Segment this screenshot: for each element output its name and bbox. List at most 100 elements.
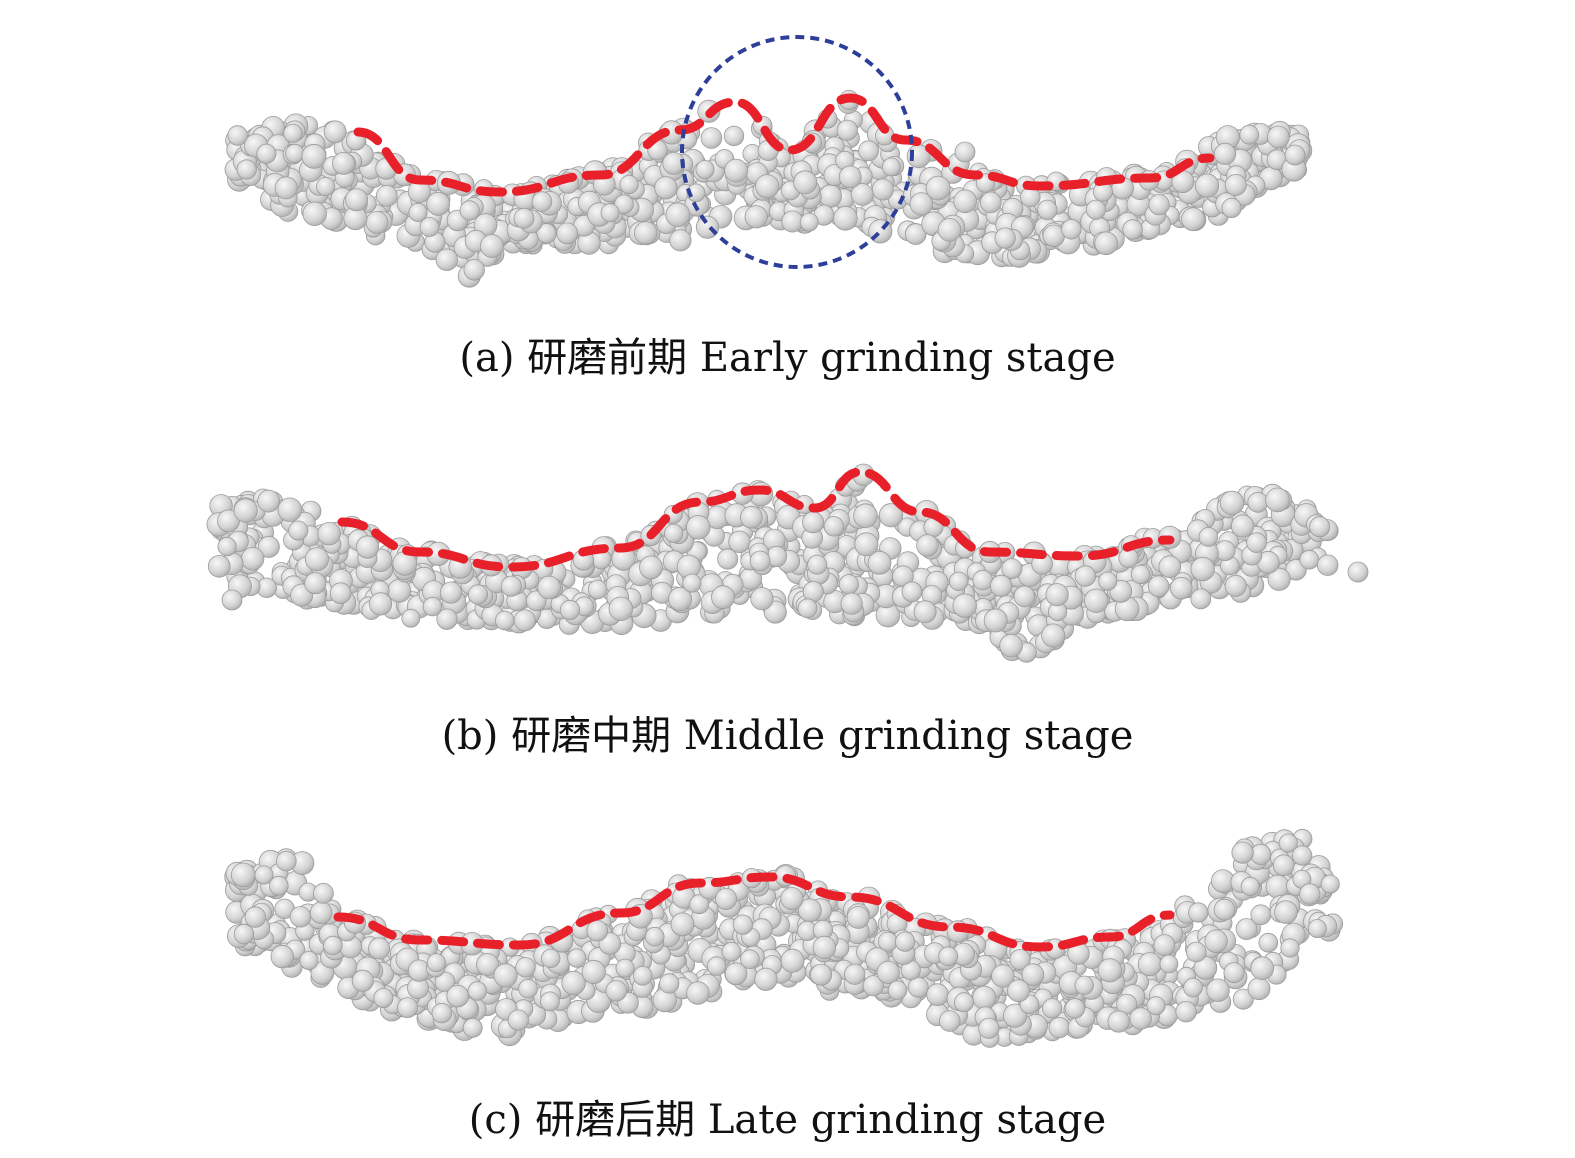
particle	[1223, 962, 1245, 984]
particle	[332, 151, 355, 175]
particle	[301, 143, 327, 169]
particle	[581, 959, 606, 985]
particle	[979, 191, 1002, 214]
particle	[1280, 938, 1300, 958]
particle	[952, 593, 977, 618]
particle	[881, 157, 901, 177]
particle	[913, 600, 937, 624]
particle	[1158, 555, 1182, 578]
particle	[740, 949, 760, 969]
particle	[244, 906, 267, 928]
particle	[614, 194, 634, 215]
particle	[1037, 199, 1058, 220]
particle	[972, 985, 997, 1010]
particle	[1094, 231, 1118, 256]
particle	[217, 537, 237, 557]
particle	[1064, 998, 1086, 1019]
caption-middle-grinding: (b) 研磨中期 Middle grinding stage	[441, 713, 1134, 759]
particle	[419, 217, 440, 237]
particle	[1042, 998, 1063, 1019]
particle	[780, 948, 805, 973]
particle	[799, 212, 819, 232]
particle	[665, 202, 691, 228]
particle	[426, 191, 451, 216]
particle	[559, 599, 581, 621]
particle	[285, 143, 305, 164]
highlight-circle	[680, 35, 914, 269]
particle	[355, 535, 380, 559]
particle	[686, 981, 710, 1005]
particle	[323, 935, 343, 956]
particle	[878, 931, 898, 952]
particle	[715, 888, 738, 911]
particle	[780, 887, 804, 911]
particle	[833, 206, 858, 231]
particle	[274, 176, 298, 200]
particle	[904, 223, 927, 245]
particle	[632, 966, 653, 986]
particle	[368, 937, 391, 960]
particle	[894, 931, 916, 952]
particle	[797, 598, 818, 619]
particle	[1292, 845, 1313, 866]
particle	[818, 184, 843, 208]
particle	[1190, 588, 1212, 610]
particle	[227, 125, 248, 146]
particle	[925, 175, 951, 201]
particle	[1107, 1010, 1130, 1033]
particle	[1247, 977, 1271, 1001]
particle	[744, 205, 768, 229]
particle	[1231, 514, 1255, 538]
particle	[462, 1017, 483, 1038]
particle	[1009, 949, 1031, 971]
particle	[436, 608, 458, 630]
surface-profile-line	[333, 872, 1175, 952]
particle	[586, 919, 609, 942]
particle	[909, 192, 934, 216]
particle	[1272, 854, 1295, 877]
particle	[256, 143, 277, 164]
particle	[541, 948, 561, 969]
particle	[1320, 874, 1340, 894]
particle-layer-early	[224, 35, 1313, 288]
particle	[323, 120, 347, 144]
particle	[459, 200, 480, 221]
particle	[619, 174, 639, 195]
particle	[838, 165, 862, 189]
particle	[408, 202, 428, 222]
particle	[989, 574, 1013, 597]
particle	[721, 942, 742, 962]
particle	[937, 218, 962, 242]
particle	[561, 970, 586, 996]
particle	[605, 980, 628, 1002]
particle	[1146, 996, 1166, 1016]
particle	[639, 555, 663, 580]
particle	[978, 1017, 1000, 1039]
particle	[654, 176, 678, 200]
particle	[587, 579, 608, 600]
particle	[686, 515, 711, 540]
particle	[1041, 623, 1066, 648]
particle	[463, 259, 485, 281]
particle	[351, 969, 374, 992]
particle	[439, 581, 463, 604]
particle	[1250, 956, 1274, 981]
particle	[1190, 556, 1215, 582]
particle	[1240, 876, 1260, 896]
particle	[1347, 561, 1369, 583]
particle	[750, 587, 774, 611]
particle	[1307, 919, 1327, 939]
particle	[1274, 900, 1298, 924]
particle	[1284, 144, 1306, 166]
particle	[236, 159, 257, 180]
particle	[994, 227, 1016, 249]
particle	[850, 183, 874, 206]
particle	[1061, 219, 1082, 240]
particle	[1147, 575, 1170, 598]
particle	[724, 158, 748, 183]
particle	[938, 1010, 961, 1032]
particle	[302, 201, 327, 227]
particle	[493, 963, 518, 988]
particle	[1299, 883, 1321, 905]
particle	[275, 850, 297, 872]
